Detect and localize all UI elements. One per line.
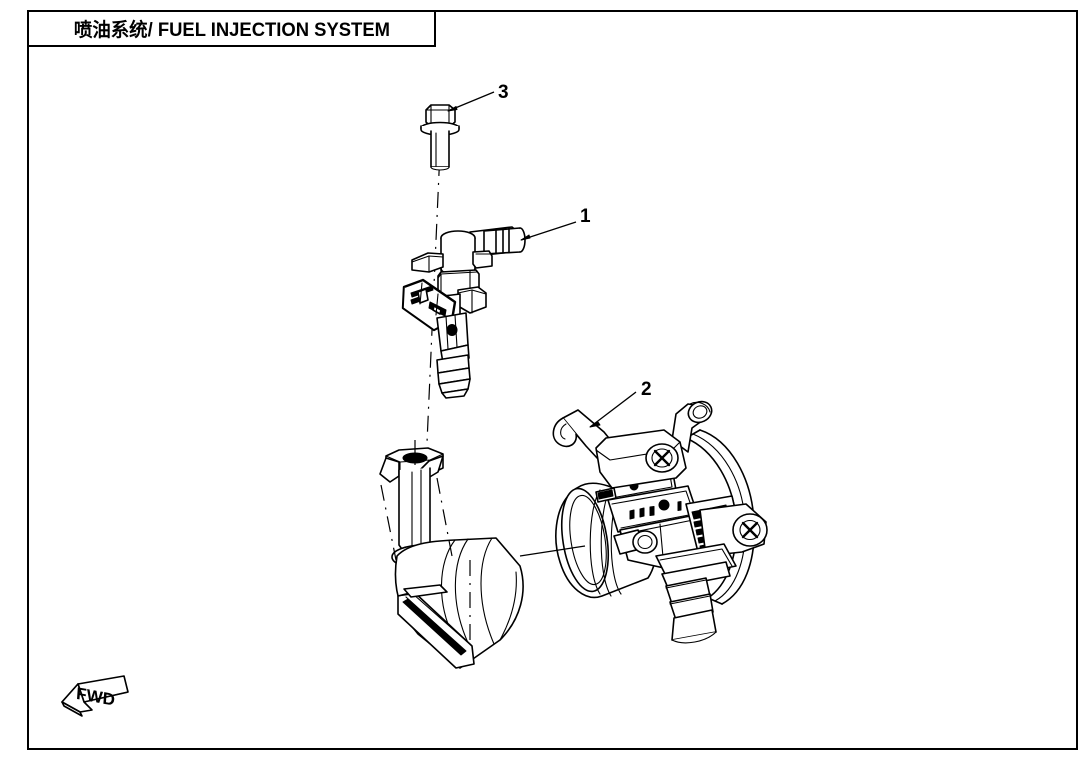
callout-number-2: 2 [641, 379, 652, 400]
throttle-lower-plate [655, 543, 737, 589]
throttle-position-sensor [595, 429, 687, 489]
title-box: 喷油系统/ FUEL INJECTION SYSTEM [27, 10, 436, 47]
part-throttle-body [552, 400, 768, 644]
callout-number-3: 3 [498, 82, 509, 103]
injector-mid-collar [437, 269, 487, 321]
callout-number-1: 1 [580, 206, 591, 227]
injector-nozzle [436, 354, 471, 399]
idle-air-nipple [613, 529, 658, 555]
manifold-flange-opening [397, 584, 475, 669]
throttle-cam-housing [699, 503, 768, 557]
part-fuel-injector [401, 226, 526, 399]
injector-mount-flange [411, 250, 493, 273]
leader-line-3 [447, 91, 495, 112]
leader-line-1 [520, 221, 577, 241]
part-intake-manifold [379, 440, 524, 669]
page-title: 喷油系统/ FUEL INJECTION SYSTEM [73, 20, 390, 41]
throttle-left-tab [595, 487, 617, 503]
leader-line-manifold-to-throttle [519, 545, 586, 557]
forward-direction-marker: FWD [61, 675, 129, 717]
vacuum-port-nipple [671, 400, 713, 453]
part-flange-bolt [420, 104, 460, 171]
hose-barb-fitting [665, 577, 717, 644]
leader-line-2 [589, 391, 637, 428]
